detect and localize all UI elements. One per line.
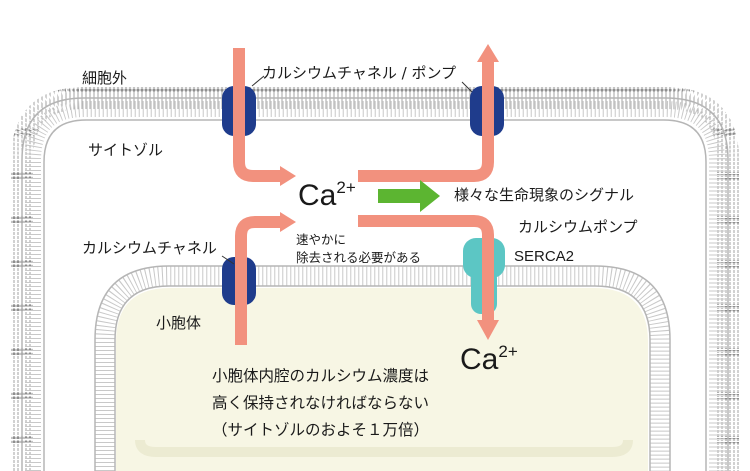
er-note: 小胞体内腔のカルシウム濃度は 高く保持されなければならない （サイトゾルのおよそ…: [212, 363, 429, 444]
er-calcium-ion: Ca2+: [460, 342, 518, 376]
cytosolic-calcium-ion: Ca2+: [298, 178, 356, 212]
efflux-arrow-to-outside: [358, 60, 494, 182]
influx-arrow-from-outside: [233, 48, 282, 182]
remove-note-line2: 除去される必要がある: [296, 250, 422, 265]
ion-symbol: Ca: [298, 179, 337, 212]
ion-symbol: Ca: [460, 343, 499, 376]
efflux-arrow-head: [477, 44, 499, 62]
serca2-label: SERCA2: [514, 248, 575, 265]
extracellular-label: 細胞外: [82, 69, 128, 87]
er-lumen: [116, 288, 648, 471]
signal-label: 様々な生命現象のシグナル: [454, 186, 635, 204]
influx-arrow-head-1: [280, 166, 296, 186]
er-note-line1: 小胞体内腔のカルシウム濃度は: [212, 367, 430, 385]
calcium-pump-label: カルシウムポンプ: [518, 218, 638, 236]
er-lumen-bottom-edge: [135, 439, 633, 457]
er-note-line3: （サイトゾルのおよそ１万倍）: [212, 421, 430, 439]
signal-arrow: [378, 180, 440, 212]
ion-charge: 2+: [498, 342, 518, 361]
er-note-line2: 高く保持されなければならない: [212, 394, 430, 412]
uptake-arrow-head: [477, 320, 499, 340]
leader-line-er-channel: [221, 255, 235, 265]
remove-note-line1: 速やかに: [296, 232, 347, 247]
uptake-arrow-into-er: [358, 215, 494, 322]
er-membrane: [94, 265, 671, 471]
ion-charge: 2+: [336, 178, 356, 197]
release-arrow-from-er: [235, 216, 282, 345]
channel-pump-label: カルシウムチャネル / ポンプ: [262, 64, 456, 82]
calcium-channel-label: カルシウムチャネル: [82, 239, 217, 257]
leader-line-pump: [461, 81, 473, 93]
cytosol-label: サイトゾル: [88, 141, 164, 159]
er-label: 小胞体: [156, 314, 202, 332]
plasma-membrane: [11, 87, 739, 471]
leader-line-channel: [251, 75, 265, 87]
release-arrow-head: [280, 212, 296, 232]
